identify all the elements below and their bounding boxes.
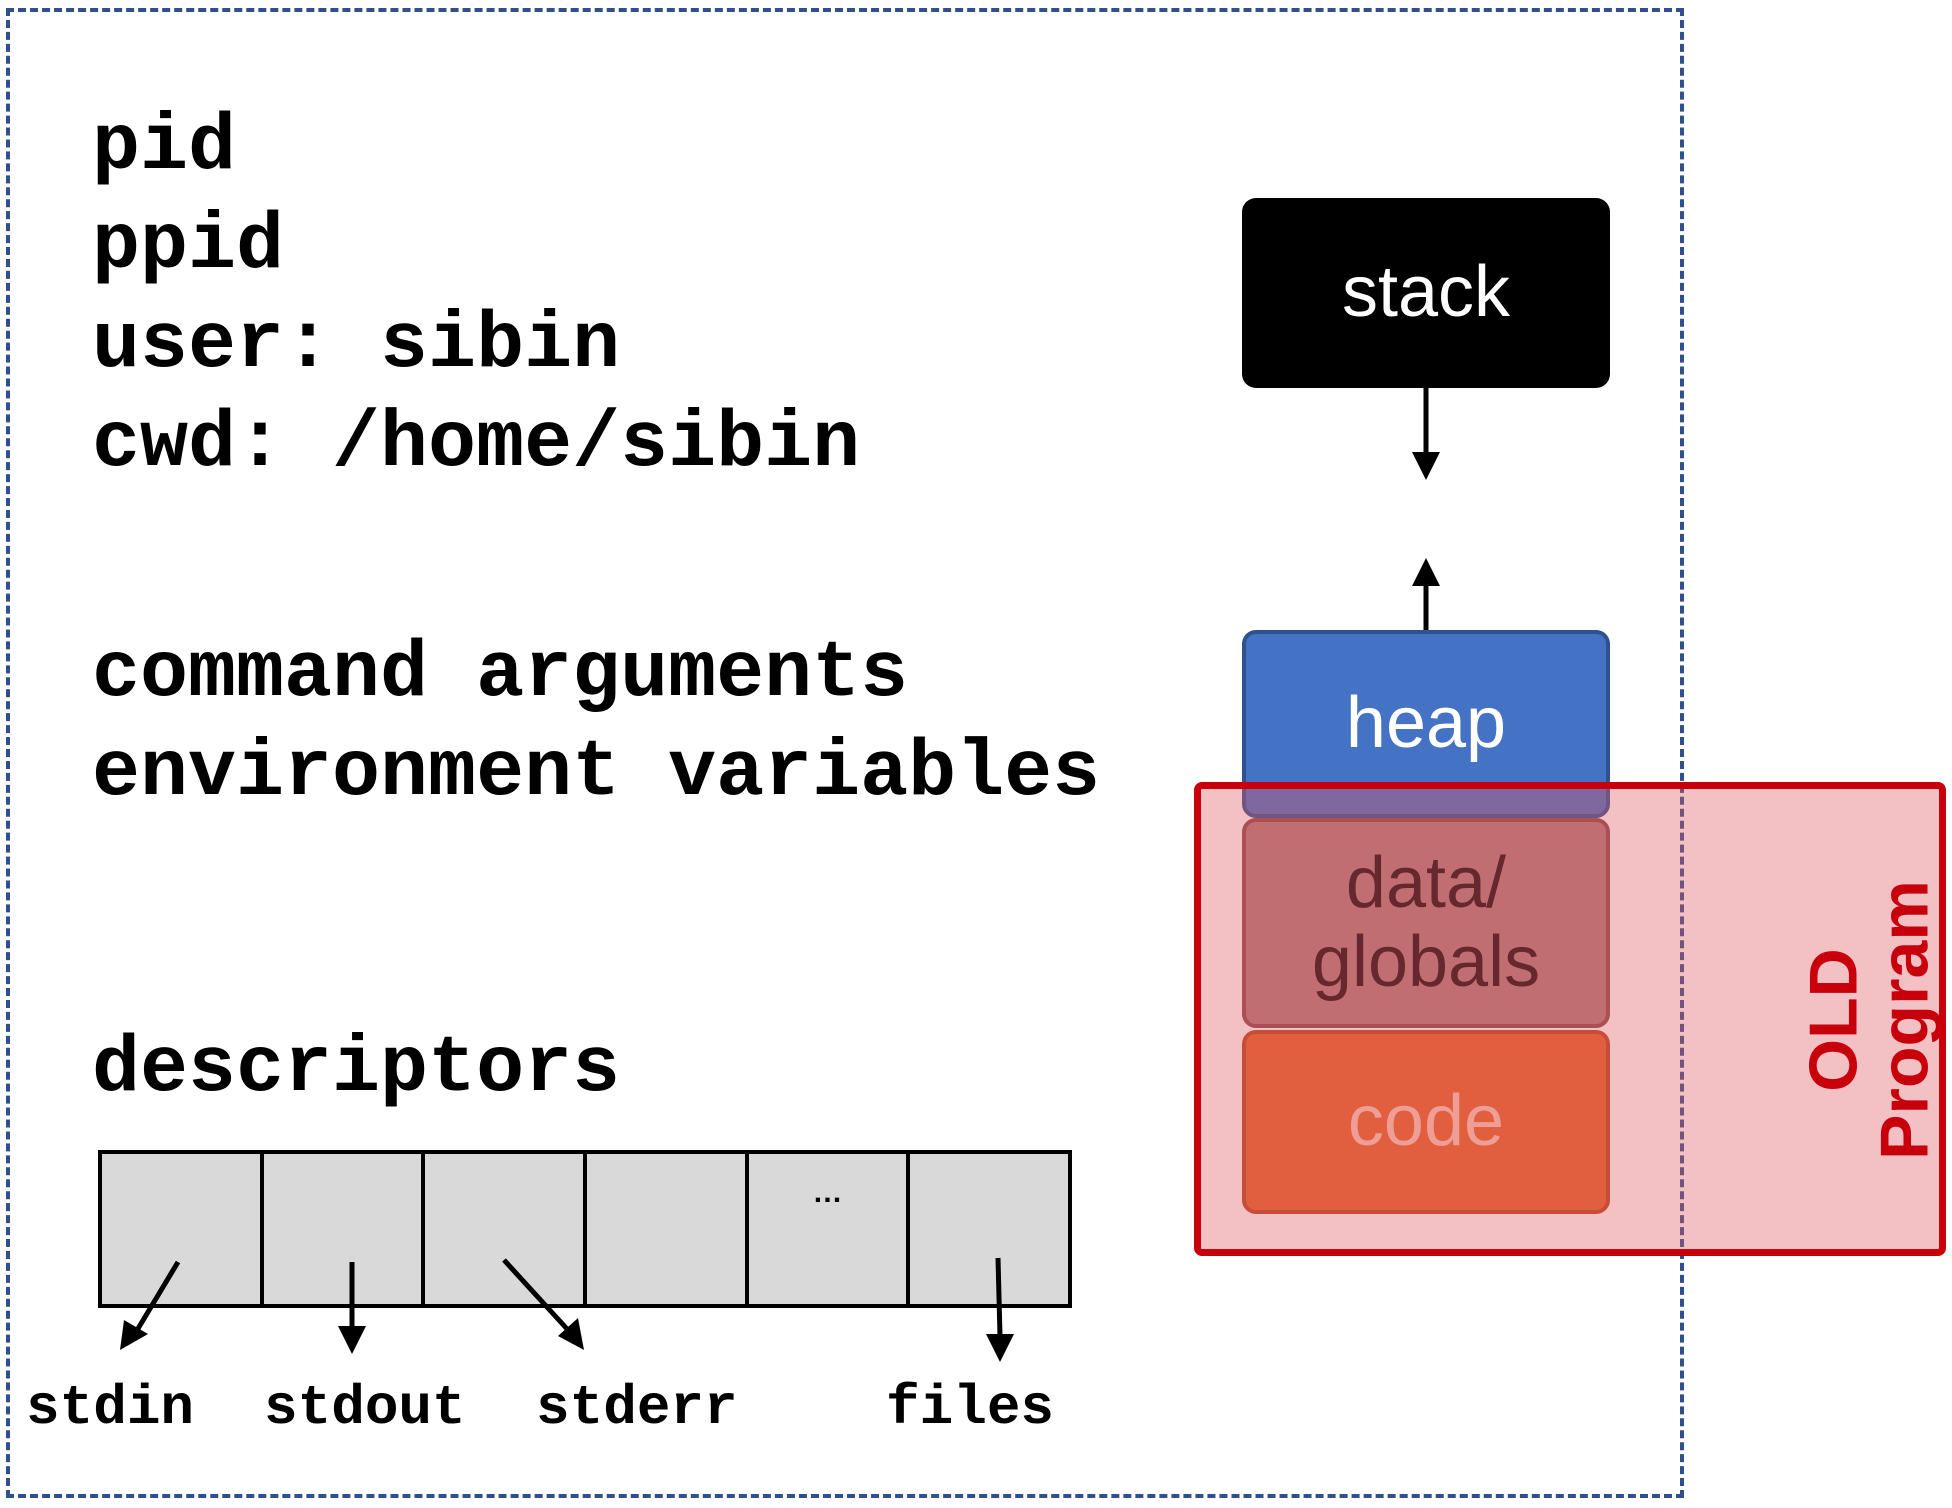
descriptor-cell (910, 1154, 1068, 1304)
descriptor-cell (587, 1154, 749, 1304)
pid-label: pid (92, 102, 237, 193)
cwd-label: cwd: /home/sibin (92, 399, 861, 490)
descriptor-cell (264, 1154, 426, 1304)
stack-label: stack (1341, 252, 1511, 333)
old-program-label: OLD Program (1795, 880, 1943, 1160)
ppid-label: ppid (92, 201, 285, 292)
command-arguments-label: command arguments (92, 629, 909, 720)
user-label: user: sibin (92, 300, 621, 391)
files-label: files (886, 1376, 1055, 1440)
data-globals-segment: data/ globals (1242, 818, 1610, 1028)
heap-label: heap (1345, 683, 1507, 764)
old-label-line1: OLD (1795, 948, 1872, 1092)
code-segment: code (1242, 1030, 1610, 1214)
descriptors-title: descriptors (92, 1024, 621, 1115)
descriptor-table: … (98, 1150, 1072, 1308)
descriptor-cell (425, 1154, 588, 1304)
descriptor-cell-ellipsis: … (749, 1154, 911, 1304)
stdout-label: stdout (264, 1376, 466, 1440)
old-label-line2: Program (1867, 880, 1943, 1160)
environment-variables-label: environment variables (92, 728, 1101, 819)
globals-label: globals (1311, 922, 1541, 1002)
descriptor-cell (102, 1154, 264, 1304)
old-program-overlay (1194, 782, 1946, 1256)
process-boundary (6, 8, 1684, 1498)
stdin-label: stdin (26, 1376, 195, 1440)
code-label: code (1347, 1081, 1505, 1162)
data-label: data/ (1345, 842, 1507, 923)
stderr-label: stderr (536, 1376, 738, 1440)
stack-segment: stack (1242, 198, 1610, 388)
